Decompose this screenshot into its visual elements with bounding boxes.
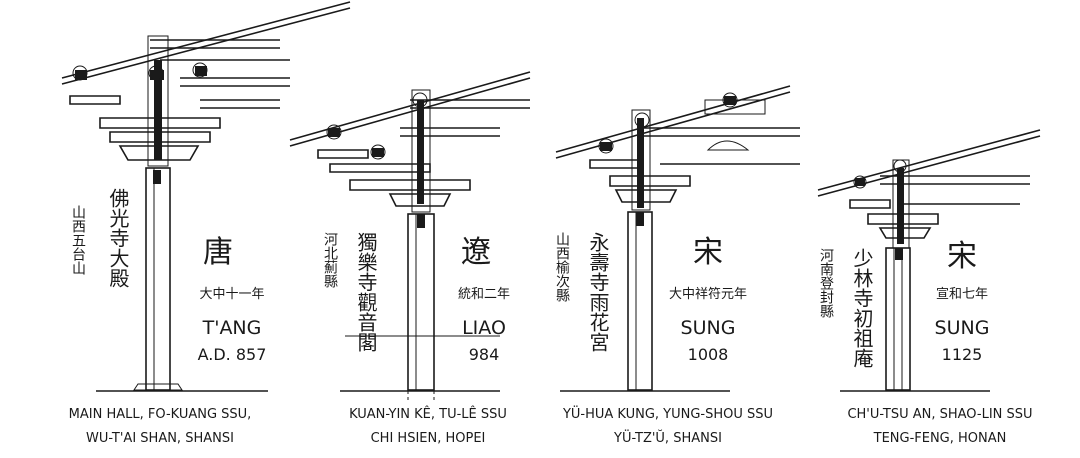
temple-name-cn-sung-1008: 永壽寺雨花宮 (586, 232, 610, 352)
dynasty-char-tang: 唐 (203, 235, 233, 270)
caption-line1-tang: MAIN HALL, FO-KUANG SSU, (69, 407, 252, 422)
caption-line2-liao: CHI HSIEN, HOPEI (371, 431, 486, 446)
caption-line2-sung-1008: YÜ-TZ'Ŭ, SHANSI (613, 429, 722, 446)
caption-line2-tang: WU-T'AI SHAN, SHANSI (86, 431, 234, 446)
caption-line1-sung-1125: CH'U-TSU AN, SHAO-LIN SSU (847, 407, 1032, 422)
dynasty-name-liao: LIAO (462, 317, 506, 339)
dynasty-char-sung-1008: 宋 (693, 235, 723, 270)
reign-date-sung-1008: 大中祥符元年 (669, 286, 747, 302)
panel-sung-1008: 永壽寺雨花宮 山西榆次縣 宋 大中祥符元年 SUNG 1008 YÜ-HUA K… (554, 85, 800, 446)
panel-tang: 佛光寺大殿 山西五台山 唐 大中十一年 T'ANG A.D. 857 MAIN … (61, 1, 351, 446)
year-sung-1008: 1008 (688, 345, 729, 364)
temple-name-cn-sung-1125: 少林寺初祖庵 (850, 248, 874, 368)
caption-line1-sung-1008: YÜ-HUA KUNG, YUNG-SHOU SSU (562, 405, 773, 422)
reign-date-liao: 統和二年 (458, 287, 510, 302)
temple-name-cn-liao: 獨樂寺觀音閣 (354, 232, 378, 352)
caption-line1-liao: KUAN-YIN KÊ, TU-LÊ SSU (349, 406, 507, 422)
bracket-drawing-tang (61, 1, 351, 392)
panel-sung-1125: 少林寺初祖庵 河南登封縣 宋 宣和七年 SUNG 1125 CH'U-TSU A… (817, 129, 1041, 446)
bracket-drawing-liao (289, 71, 531, 400)
caption-line2-sung-1125: TENG-FENG, HONAN (873, 431, 1007, 446)
location-cn-liao: 河北薊縣 (322, 232, 338, 288)
bracket-drawing-sung-1008 (555, 85, 800, 392)
location-cn-sung-1008: 山西榆次縣 (554, 232, 570, 302)
location-cn-tang: 山西五台山 (70, 205, 86, 275)
location-cn-sung-1125: 河南登封縣 (818, 248, 834, 318)
reign-date-sung-1125: 宣和七年 (936, 286, 988, 302)
year-liao: 984 (469, 345, 500, 364)
dynasty-name-sung-1008: SUNG (681, 317, 736, 339)
reign-date-tang: 大中十一年 (199, 287, 264, 302)
temple-name-cn-tang: 佛光寺大殿 (106, 188, 130, 288)
dynasty-char-liao: 遼 (461, 235, 491, 270)
dynasty-name-sung-1125: SUNG (935, 317, 990, 339)
panel-liao: 獨樂寺觀音閣 河北薊縣 遼 統和二年 LIAO 984 KUAN-YIN KÊ,… (289, 71, 531, 446)
dynasty-char-sung-1125: 宋 (947, 239, 977, 274)
year-sung-1125: 1125 (942, 345, 983, 364)
bracket-drawing-sung-1125 (817, 129, 1041, 392)
year-tang: A.D. 857 (198, 345, 267, 364)
dynasty-name-tang: T'ANG (202, 317, 262, 339)
